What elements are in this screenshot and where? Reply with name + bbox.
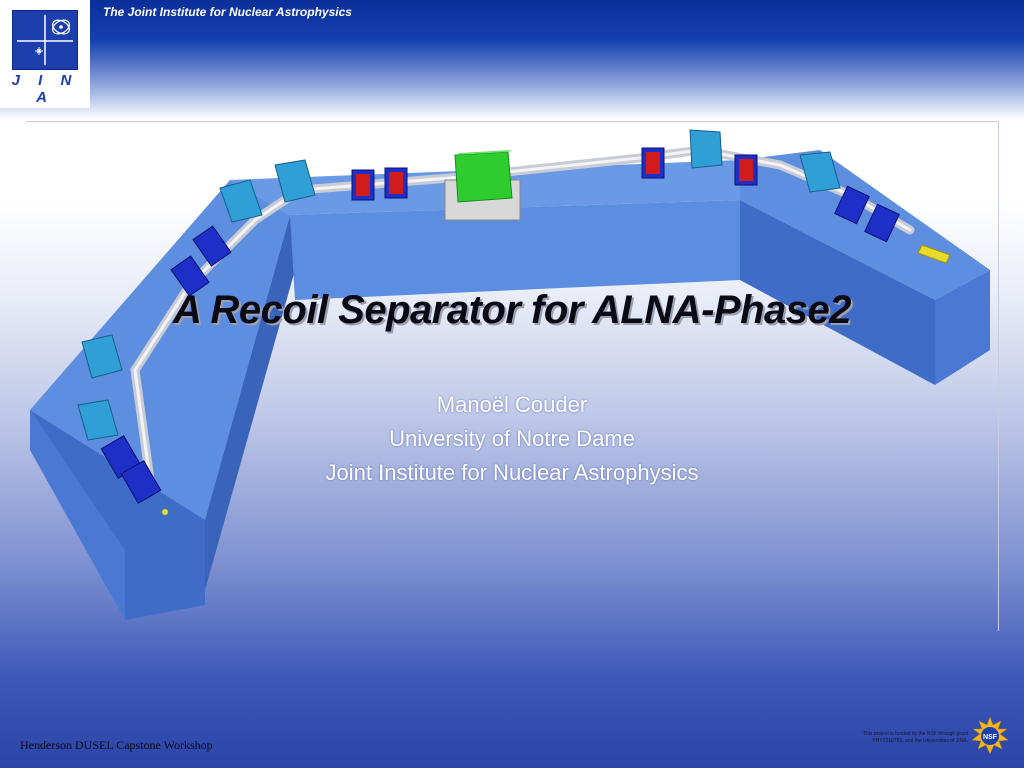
- recoil-separator-image: [30, 129, 990, 620]
- detector-dot: [162, 509, 168, 515]
- nsf-logo-globe: [981, 727, 999, 745]
- detector-yellow: [917, 244, 951, 264]
- funding-note: This project is funded by the NSF throug…: [826, 731, 968, 745]
- velocity-filter-top: [455, 150, 512, 155]
- table-side-right: [740, 200, 935, 385]
- funding-line-1: This project is funded by the NSF throug…: [862, 731, 968, 737]
- dipole-magnets: [77, 129, 841, 441]
- atom-icon: [17, 15, 73, 65]
- author-block: Manoël Couder University of Notre Dame J…: [0, 388, 1024, 490]
- institute-title: The Joint Institute for Nuclear Astrophy…: [103, 5, 352, 19]
- workshop-name: Henderson DUSEL Capstone Workshop: [20, 738, 213, 752]
- jina-logo-text: J I N A: [11, 72, 79, 106]
- table-leg-left: [30, 410, 125, 620]
- frame-line: [26, 121, 999, 122]
- table-leg-right: [935, 270, 990, 385]
- frame-line: [998, 121, 999, 631]
- table-inner-left: [205, 215, 295, 590]
- nsf-logo-text: NSF: [983, 734, 998, 741]
- funding-line-2: PHY0216783, and the Universities of JINA…: [872, 738, 968, 744]
- table-front-middle: [290, 200, 740, 300]
- velocity-filter: [454, 151, 513, 203]
- nsf-logo: NSF: [971, 716, 1009, 755]
- table-top-right: [740, 150, 990, 300]
- beam-pipe-highlight: [133, 148, 912, 482]
- affiliation-university: University of Notre Dame: [389, 426, 635, 451]
- jina-logo: J I N A: [0, 0, 90, 108]
- table-side-left: [30, 410, 205, 620]
- slide-title: A Recoil Separator for ALNA-Phase2: [173, 288, 851, 332]
- quadrupole-magnets: [100, 147, 900, 504]
- jina-logo-emblem: [12, 10, 78, 70]
- author-name: Manoël Couder: [436, 392, 588, 417]
- affiliation-institute: Joint Institute for Nuclear Astrophysics: [325, 460, 699, 485]
